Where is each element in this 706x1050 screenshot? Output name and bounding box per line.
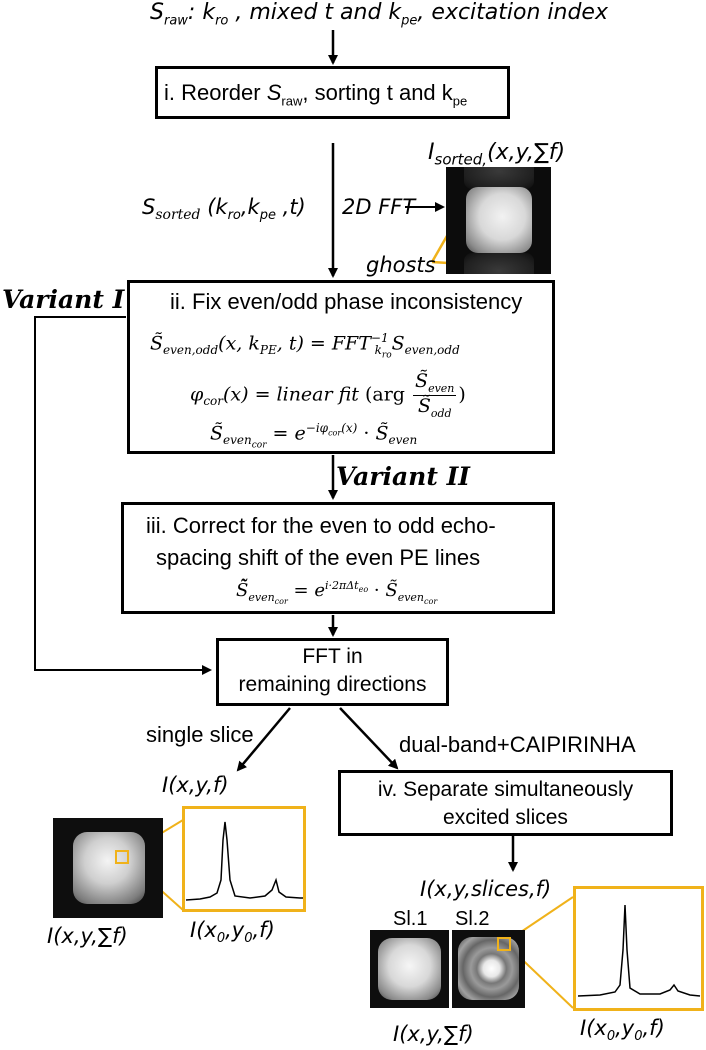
step2-title: ii. Fix even/odd phase inconsistency [170,289,523,314]
step3-line1: iii. Correct for the even to odd echo- [146,513,496,538]
right-spectrum-box [573,886,704,1011]
step2-box: ii. Fix even/odd phase inconsistency S̃e… [127,280,555,454]
sl2-label: Sl.2 [455,908,490,930]
step2-eq2: φcor(x) = linear fit (arg S̃even S̃odd ) [190,370,466,420]
right-x0-label: I(x0,y0,f) [580,1016,665,1045]
slice2-image [452,930,525,1008]
spectrum-right [577,904,701,997]
variant1-bypass-line [34,316,212,675]
left-zoom-marker [115,850,129,864]
ixy-slices-label: I(x,y,slices,f) [420,877,552,901]
step2-eq3: S̃evencor = e−iφcor(x) · S̃even [210,421,418,451]
spectrum-left [185,821,306,901]
step3-eq: S̃̃evencor = ei·2πΔteo · S̃evencor [236,579,438,606]
left-sum-label: I(x,y,∑f) [47,924,128,948]
s-sorted-label: Ssorted (kro,kpe ,t) [142,195,306,224]
dual-band-label: dual-band+CAIPIRINHA [399,732,636,757]
fft-line2: remaining directions [238,673,427,696]
right-zoom-marker [497,937,511,951]
step3-line2: spacing shift of the even PE lines [156,545,481,570]
step4-line2: excited slices [443,806,568,829]
slice1-image [370,930,449,1008]
arrow-to-dual-band [339,707,399,770]
single-slice-label: single slice [146,722,254,747]
step3-box: iii. Correct for the even to odd echo- s… [121,502,555,614]
arrow-to-single-slice [236,707,291,772]
sl1-label: Sl.1 [393,908,428,930]
variant2-label: Variant II [336,462,470,491]
i-sorted-label: Isorted,(x,y,∑f) [428,140,566,169]
sorted-image-with-ghosts [446,167,551,274]
step4-box: iv. Separate simultaneously excited slic… [338,770,673,836]
step2-eq1: S̃even,odd(x, kPE, t) = FFT−1kroSeven,od… [150,331,460,361]
header-input-description: Sraw: kro , mixed t and kpe, excitation … [150,0,608,29]
single-slice-image [53,818,163,918]
2d-fft-label: 2D FFT [342,195,416,219]
variant1-label: Variant I [2,285,125,314]
ixyf-label: I(x,y,f) [162,773,229,797]
fft-line1: FFT in [302,645,363,668]
right-sum-label: I(x,y,∑f) [393,1022,474,1046]
fft-remaining-box: FFT in remaining directions [216,638,449,706]
left-x0-label: I(x0,y0,f) [190,918,275,947]
step1-label: i. Reorder Sraw, sorting t and kpe [164,80,468,109]
left-spectrum-box [182,806,306,912]
ghosts-label: ghosts [366,253,436,277]
step1-box: i. Reorder Sraw, sorting t and kpe [155,66,510,119]
step4-line1: iv. Separate simultaneously [377,778,634,801]
